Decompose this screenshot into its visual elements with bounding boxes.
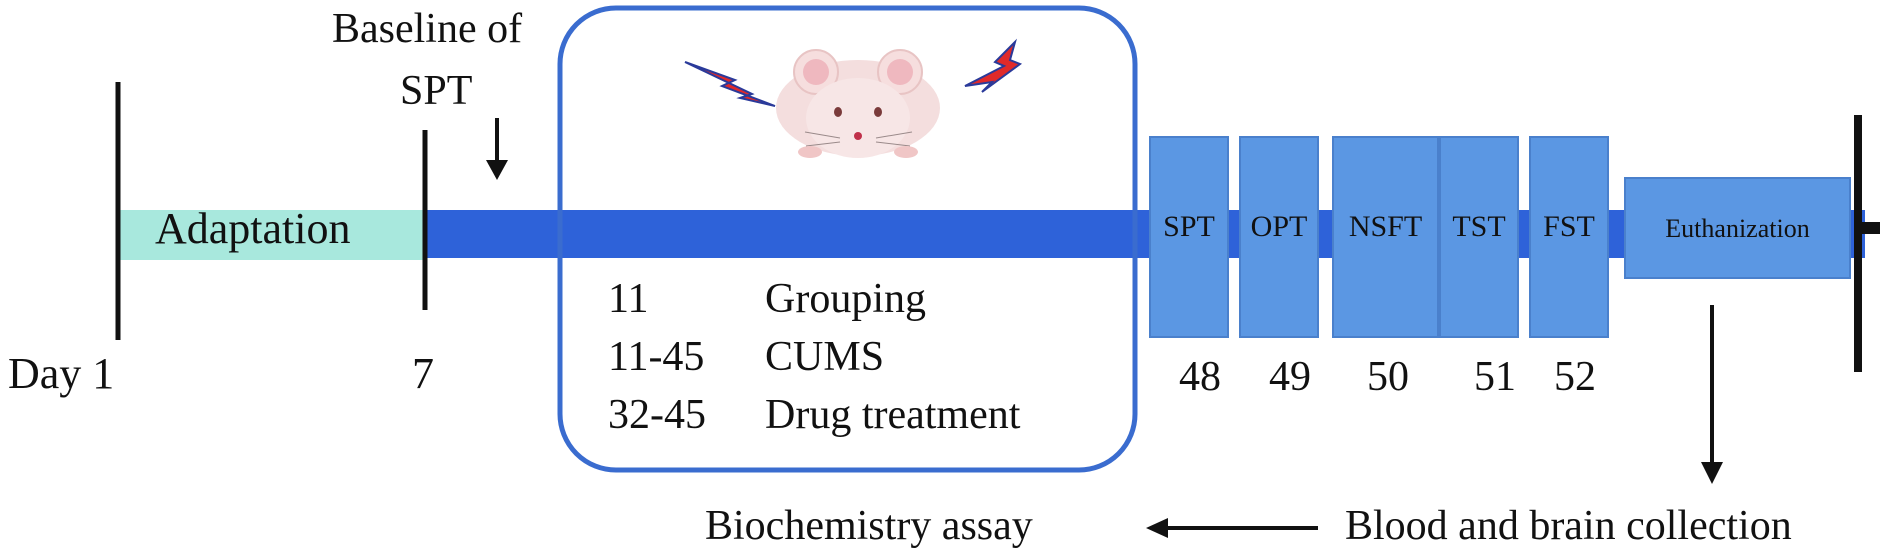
- euthanization-box: [1624, 177, 1851, 279]
- protocol-row-days: 11: [608, 276, 649, 322]
- assay-arrow-head: [1146, 518, 1168, 538]
- test-box-opt: [1239, 136, 1319, 338]
- test-day-spt: 48: [1179, 354, 1221, 400]
- adaptation-label: Adaptation: [155, 204, 351, 253]
- collection-arrow-head: [1701, 462, 1723, 484]
- adaptation-band: [120, 210, 425, 260]
- baseline-label-line2: SPT: [400, 68, 473, 114]
- protocol-frame: [557, 5, 1138, 473]
- euthanization-label: Euthanization: [1665, 214, 1810, 243]
- test-day-fst: 52: [1554, 354, 1596, 400]
- test-box-spt: [1149, 136, 1229, 338]
- protocol-row-event: Drug treatment: [765, 392, 1021, 438]
- test-day-tst: 51: [1474, 354, 1516, 400]
- lightning-right-icon: [964, 38, 1023, 93]
- day1-label: Day 1: [8, 349, 115, 398]
- collection-label: Blood and brain collection: [1345, 503, 1792, 549]
- test-box-fst: [1529, 136, 1609, 338]
- test-day-nsft: 50: [1367, 354, 1409, 400]
- test-box-tst: [1439, 136, 1519, 338]
- test-box-nsft: [1332, 136, 1439, 338]
- assay-label: Biochemistry assay: [705, 503, 1033, 549]
- protocol-row-event: Grouping: [765, 276, 926, 322]
- baseline-label-line1: Baseline of: [332, 6, 523, 52]
- protocol-row-days: 11-45: [608, 334, 705, 380]
- day7-label: 7: [412, 349, 434, 398]
- test-label-nsft: NSFT: [1348, 210, 1423, 243]
- protocol-row-event: CUMS: [765, 334, 885, 380]
- protocol-row-days: 32-45: [608, 392, 706, 438]
- test-label-opt: OPT: [1250, 210, 1308, 243]
- test-label-spt: SPT: [1163, 210, 1215, 243]
- test-label-tst: TST: [1452, 210, 1506, 243]
- mouse-icon: [776, 49, 940, 158]
- lightning-left-icon: [684, 61, 776, 107]
- baseline-arrow-head: [486, 160, 508, 180]
- test-label-fst: FST: [1543, 210, 1595, 243]
- test-day-opt: 49: [1269, 354, 1311, 400]
